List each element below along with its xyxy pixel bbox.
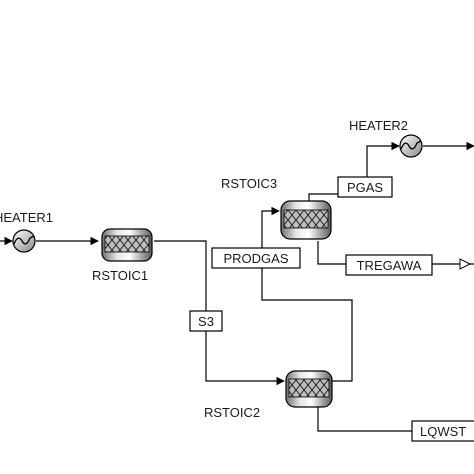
heater2-label: HEATER2 bbox=[349, 118, 408, 133]
stream-label-pgas[interactable]: PGAS bbox=[337, 176, 393, 198]
rstoic3-label: RSTOIC3 bbox=[221, 176, 277, 191]
svg-text:LQWST: LQWST bbox=[420, 424, 466, 439]
heater2-block[interactable] bbox=[399, 134, 423, 158]
stream-label-s3[interactable]: S3 bbox=[189, 310, 223, 332]
tregawa-arrow-icon bbox=[459, 258, 472, 270]
heater1-block[interactable] bbox=[12, 229, 36, 253]
heat-exchanger-icon bbox=[399, 134, 423, 158]
heater1-label: HEATER1 bbox=[0, 210, 53, 225]
rstoic2-block[interactable] bbox=[285, 370, 333, 408]
stream-label-prodgas[interactable]: PRODGAS bbox=[211, 247, 301, 269]
svg-text:PGAS: PGAS bbox=[347, 180, 383, 195]
svg-text:PRODGAS: PRODGAS bbox=[223, 251, 288, 266]
rstoic1-label: RSTOIC1 bbox=[92, 268, 148, 283]
prodgas-stream-line[interactable] bbox=[261, 206, 353, 382]
rstoic3-block[interactable] bbox=[280, 200, 332, 240]
rstoic2-label: RSTOIC2 bbox=[204, 405, 260, 420]
stream-label-tregawa[interactable]: TREGAWA bbox=[345, 254, 433, 276]
rstoic1-block[interactable] bbox=[101, 228, 153, 262]
heat-exchanger-icon bbox=[12, 229, 36, 253]
stream-label-lqwst[interactable]: LQWST bbox=[411, 420, 474, 442]
svg-text:S3: S3 bbox=[198, 314, 214, 329]
svg-text:TREGAWA: TREGAWA bbox=[357, 258, 422, 273]
